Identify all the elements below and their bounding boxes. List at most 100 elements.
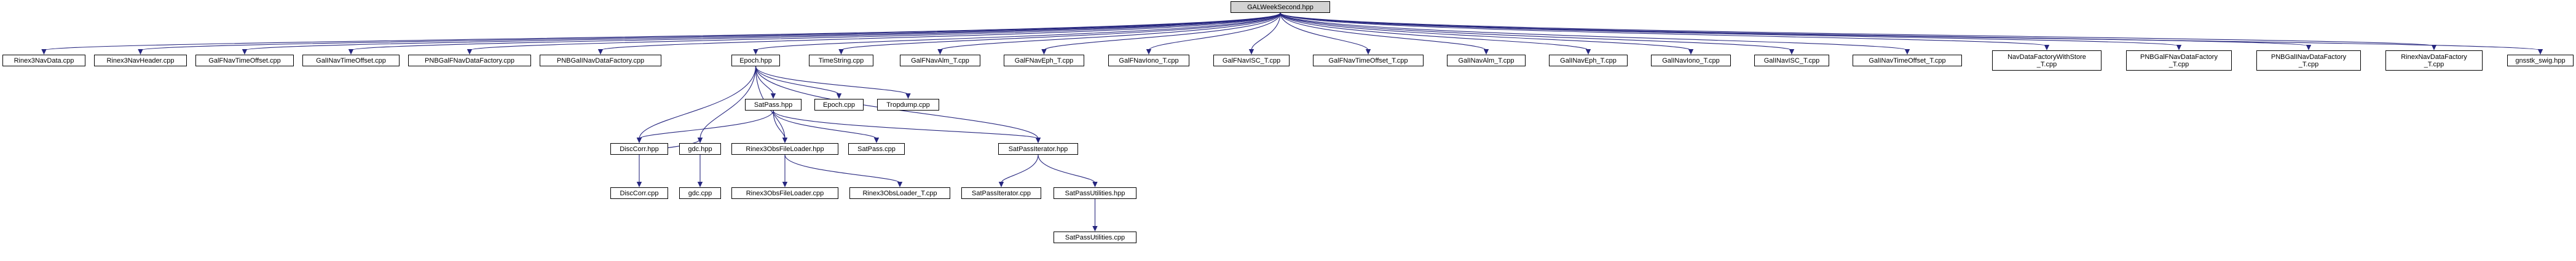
- graph-node-label: GalINavAlm_T.cpp: [1458, 56, 1514, 64]
- edge-arrowhead: [2176, 45, 2182, 50]
- graph-node-label: GALWeekSecond.hpp: [1247, 3, 1314, 11]
- graph-node[interactable]: gdc.hpp: [679, 143, 721, 155]
- graph-node[interactable]: DiscCorr.cpp: [610, 187, 668, 199]
- graph-edge: [939, 12, 1281, 51]
- graph-edge: [140, 12, 1281, 51]
- graph-node[interactable]: gdc.cpp: [679, 187, 721, 199]
- edge-arrowhead: [138, 49, 143, 55]
- graph-node-label: GalFNavTimeOffset_T.cpp: [1328, 56, 1408, 64]
- graph-node[interactable]: Rinex3NavData.cpp: [2, 55, 85, 66]
- graph-node-label: GalFNavIono_T.cpp: [1119, 56, 1179, 64]
- graph-edge: [1251, 12, 1281, 51]
- edge-arrowhead: [1248, 49, 1255, 55]
- graph-edge: [1280, 12, 1908, 51]
- graph-node-label: SatPassUtilities.hpp: [1065, 189, 1125, 197]
- graph-node[interactable]: PNBGalINavDataFactory.cpp: [540, 55, 661, 66]
- edge-arrowhead: [2537, 49, 2543, 55]
- graph-node[interactable]: Epoch.cpp: [814, 99, 864, 111]
- edge-arrowhead: [2044, 45, 2050, 50]
- graph-node[interactable]: GalINavEph_T.cpp: [1549, 55, 1628, 66]
- graph-edge: [244, 12, 1281, 51]
- edge-arrowhead: [897, 182, 903, 187]
- graph-node-label: Rinex3ObsLoader_T.cpp: [862, 189, 937, 197]
- graph-edge: [755, 66, 774, 95]
- graph-node[interactable]: DiscCorr.hpp: [610, 143, 668, 155]
- graph-node[interactable]: NavDataFactoryWithStore _T.cpp: [1992, 50, 2101, 71]
- graph-node-label: Epoch.cpp: [823, 101, 855, 109]
- graph-node-label: Rinex3NavData.cpp: [14, 56, 74, 64]
- graph-node-label: SatPass.hpp: [754, 101, 793, 109]
- edge-arrowhead: [1904, 49, 1910, 55]
- graph-node[interactable]: GalINavIono_T.cpp: [1651, 55, 1731, 66]
- graph-node[interactable]: GalFNavISC_T.cpp: [1213, 55, 1290, 66]
- edge-arrowhead: [697, 138, 703, 143]
- graph-edge: [1001, 154, 1039, 184]
- graph-node-label: gdc.cpp: [688, 189, 712, 197]
- graph-edge: [773, 110, 786, 139]
- graph-edge: [784, 154, 900, 184]
- graph-node-root[interactable]: GALWeekSecond.hpp: [1231, 1, 1330, 13]
- graph-edge: [1148, 12, 1281, 51]
- graph-edge: [350, 12, 1281, 51]
- graph-node[interactable]: SatPass.hpp: [745, 99, 802, 111]
- graph-node[interactable]: GalFNavTimeOffset.cpp: [195, 55, 294, 66]
- edge-arrowhead: [242, 49, 248, 55]
- graph-node[interactable]: SatPass.cpp: [848, 143, 905, 155]
- graph-node-label: Rinex3ObsFileLoader.cpp: [746, 189, 824, 197]
- graph-node[interactable]: Epoch.hpp: [731, 55, 780, 66]
- edge-arrowhead: [753, 49, 758, 55]
- graph-node[interactable]: SatPassUtilities.cpp: [1054, 232, 1136, 243]
- graph-node-label: GalINavIono_T.cpp: [1662, 56, 1720, 64]
- graph-node[interactable]: GalFNavIono_T.cpp: [1108, 55, 1189, 66]
- graph-node-label: DiscCorr.hpp: [620, 145, 659, 153]
- graph-node[interactable]: Rinex3ObsFileLoader.cpp: [731, 187, 838, 199]
- graph-node[interactable]: SatPassUtilities.hpp: [1054, 187, 1136, 199]
- graph-node[interactable]: Rinex3NavHeader.cpp: [94, 55, 187, 66]
- graph-edge: [469, 12, 1281, 51]
- edge-arrowhead: [41, 49, 47, 55]
- graph-edge: [1280, 12, 1369, 51]
- graph-node[interactable]: TimeString.cpp: [809, 55, 873, 66]
- edge-arrowhead: [2306, 45, 2312, 50]
- edge-arrowhead: [1688, 49, 1694, 55]
- edge-arrowhead: [836, 93, 842, 99]
- graph-node[interactable]: GalINavAlm_T.cpp: [1447, 55, 1526, 66]
- edge-arrowhead: [2431, 45, 2437, 50]
- graph-node[interactable]: PNBGalFNavDataFactory _T.cpp: [2126, 50, 2232, 71]
- graph-node[interactable]: RinexNavDataFactory _T.cpp: [2385, 50, 2483, 71]
- edge-arrowhead: [1789, 49, 1795, 55]
- graph-node[interactable]: gnsstk_swig.hpp: [2507, 55, 2574, 66]
- edge-arrowhead: [1146, 49, 1152, 55]
- graph-node[interactable]: Rinex3ObsLoader_T.cpp: [849, 187, 950, 199]
- graph-edge: [773, 110, 877, 139]
- edge-arrowhead: [1483, 49, 1489, 55]
- graph-node[interactable]: Tropdump.cpp: [877, 99, 939, 111]
- graph-node-label: PNBGalFNavDataFactory _T.cpp: [2140, 53, 2218, 68]
- graph-node-label: NavDataFactoryWithStore _T.cpp: [2007, 53, 2086, 68]
- edge-arrowhead: [697, 182, 703, 187]
- graph-node-label: GalINavISC_T.cpp: [1763, 56, 1820, 64]
- graph-node[interactable]: GalINavTimeOffset.cpp: [302, 55, 400, 66]
- graph-edge: [755, 12, 1281, 51]
- graph-node[interactable]: GalFNavEph_T.cpp: [1004, 55, 1084, 66]
- edge-arrowhead: [782, 138, 788, 143]
- graph-node[interactable]: GalINavTimeOffset_T.cpp: [1853, 55, 1962, 66]
- graph-edge: [1280, 12, 2541, 51]
- graph-node[interactable]: GalFNavAlm_T.cpp: [900, 55, 980, 66]
- edge-arrowhead: [838, 49, 844, 55]
- graph-node-label: Tropdump.cpp: [886, 101, 930, 109]
- graph-edge: [755, 66, 840, 95]
- graph-node[interactable]: Rinex3ObsFileLoader.hpp: [731, 143, 838, 155]
- graph-node[interactable]: SatPassIterator.cpp: [961, 187, 1041, 199]
- graph-node[interactable]: GalFNavTimeOffset_T.cpp: [1313, 55, 1424, 66]
- graph-node[interactable]: PNBGalINavDataFactory _T.cpp: [2256, 50, 2361, 71]
- graph-node[interactable]: SatPassIterator.hpp: [998, 143, 1078, 155]
- graph-edge: [1280, 12, 1792, 51]
- graph-node[interactable]: GalINavISC_T.cpp: [1754, 55, 1829, 66]
- edge-arrowhead: [467, 49, 473, 55]
- graph-node-label: PNBGalINavDataFactory _T.cpp: [2271, 53, 2347, 68]
- graph-node-label: DiscCorr.cpp: [620, 189, 659, 197]
- edge-arrowhead: [1035, 138, 1041, 143]
- graph-node[interactable]: PNBGalFNavDataFactory.cpp: [408, 55, 531, 66]
